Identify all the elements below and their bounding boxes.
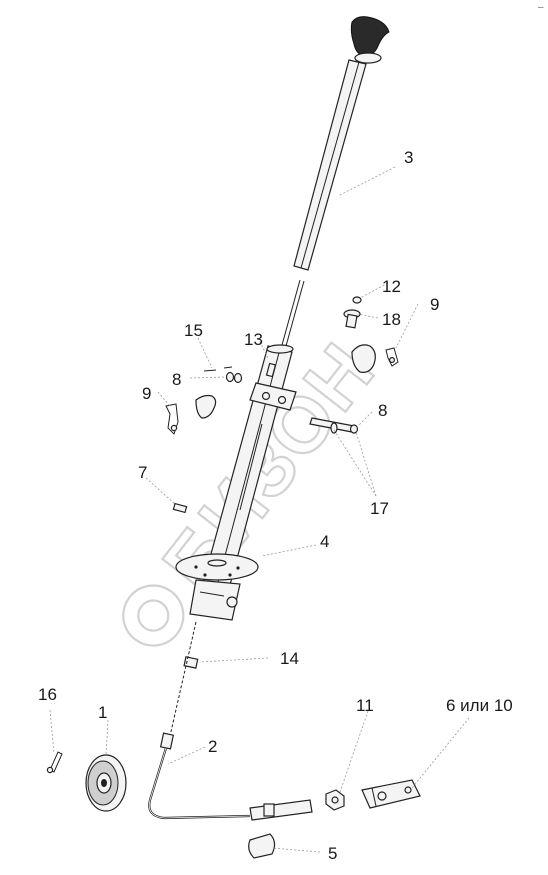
callout-13: 13: [244, 330, 263, 349]
support-bracket: [249, 362, 297, 411]
spring-clip-9-right: [385, 347, 399, 367]
hex-nut-11: [325, 789, 345, 811]
fork-link-left: [195, 394, 217, 419]
callout-12: 12: [382, 277, 401, 296]
leader-lines: [49, 166, 470, 853]
callout-15: 15: [184, 321, 203, 340]
callout-3: 3: [404, 148, 413, 167]
lever-knob: [350, 16, 390, 64]
callout-18: 18: [382, 310, 401, 329]
corner-mark: –: [538, 2, 544, 13]
sleeve-5: [248, 833, 276, 859]
callout-14: 14: [280, 649, 299, 668]
callout-9-right: 9: [430, 295, 439, 314]
callout-1: 1: [98, 703, 107, 722]
callout-8-right: 8: [378, 401, 387, 420]
tube-lower-clevis: [189, 579, 241, 621]
callout-17: 17: [370, 499, 389, 518]
callout-6-10: 6 или 10: [446, 696, 513, 715]
control-cable: [148, 621, 313, 821]
lever-rod-lower: [281, 279, 305, 347]
cable-fork-end: [361, 779, 421, 809]
washer-12: [352, 296, 362, 304]
callout-5: 5: [328, 844, 337, 863]
lever-rod: [293, 59, 367, 271]
callout-labels: 3 12 9 18 15 13 8 9 8 7 17 4 14 16 11 6 …: [38, 148, 513, 863]
washers-8-left: [225, 371, 243, 384]
pulley-1: [85, 754, 127, 812]
callout-8-left: 8: [172, 370, 181, 389]
spring-clip-9-left: [165, 403, 179, 435]
cotter-pin-15: [203, 366, 233, 372]
cotter-pin-16: [46, 751, 63, 774]
callout-9-left: 9: [142, 384, 151, 403]
clamp-14: [183, 656, 199, 669]
pin-18: [343, 309, 361, 329]
fork-link-right: [351, 344, 376, 373]
callout-16: 16: [38, 685, 57, 704]
axle-pin-17: [309, 417, 359, 434]
callout-11: 11: [356, 696, 374, 715]
key-7: [172, 502, 188, 514]
callout-4: 4: [320, 532, 329, 551]
callout-7: 7: [138, 463, 147, 482]
callout-2: 2: [208, 737, 217, 756]
mounting-flange: [175, 553, 259, 581]
